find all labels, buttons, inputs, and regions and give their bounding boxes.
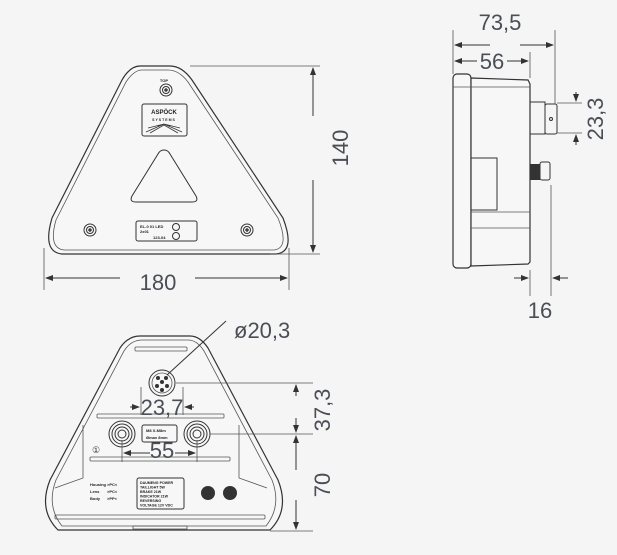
front-view: TOP ASPÖCK SYSTEMS EL-0 01 LED 2x01 — [43, 65, 353, 295]
side-lens — [452, 73, 472, 269]
label-plate: EL-0 01 LED 2x01 123-04 — [135, 220, 198, 242]
dim-bolt-to-bottom: 70 — [310, 473, 335, 497]
triangle-reflector — [130, 149, 198, 203]
svg-text:Body: Body — [90, 496, 101, 501]
svg-text:INDICATOR 21W: INDICATOR 21W — [140, 495, 169, 499]
circle-marker: ① — [92, 445, 100, 455]
mounting-bolt — [530, 161, 551, 181]
rear-view: M8 X-M8m Ømax 8mm ① Housing >PC< Lens >P… — [44, 318, 335, 532]
spec-plate: DAUMENG POWER TAILLIGHT 5W BRAKE 21W IND… — [136, 477, 185, 510]
top-label: TOP — [160, 78, 168, 83]
connector-socket — [148, 369, 176, 397]
rear-housing-outline — [44, 335, 284, 531]
dim-height-140: 140 — [328, 130, 353, 167]
brand-logo: ASPÖCK SYSTEMS — [141, 103, 188, 137]
side-housing — [470, 77, 531, 267]
svg-text:Lens: Lens — [90, 489, 100, 494]
center-plate: M8 X-M8m Ømax 8mm — [141, 424, 178, 443]
dim-bolt-spacing: 55 — [150, 438, 174, 463]
connector — [529, 101, 546, 135]
screw-icon — [83, 223, 97, 237]
dim-connector-width: 23,7 — [141, 395, 184, 420]
svg-text:Housing: Housing — [90, 482, 107, 487]
svg-text:BRAKE 21W: BRAKE 21W — [140, 490, 162, 494]
dim-connector-height-23-3: 23,3 — [583, 98, 608, 141]
dim-bolt-offset-16: 16 — [528, 298, 552, 323]
svg-text:Ømax 8mm: Ømax 8mm — [146, 435, 168, 440]
svg-text:REVERSING: REVERSING — [140, 499, 161, 503]
svg-text:TAILLIGHT 5W: TAILLIGHT 5W — [140, 486, 165, 490]
svg-text:123-04: 123-04 — [153, 235, 166, 240]
svg-text:DAUMENG POWER: DAUMENG POWER — [140, 481, 174, 485]
svg-text:>PP<: >PP< — [107, 496, 118, 501]
svg-text:2x01: 2x01 — [140, 229, 150, 234]
recycle-symbol-icon — [223, 486, 237, 500]
screw-icon — [240, 223, 254, 237]
front-housing-outline — [48, 65, 289, 255]
svg-text:>PC<: >PC< — [107, 489, 118, 494]
dim-connector-to-bolt: 37,3 — [310, 389, 335, 432]
svg-text:M8 X-M8m: M8 X-M8m — [146, 428, 166, 433]
dim-housing-depth-56: 56 — [480, 49, 504, 74]
dim-overall-depth-73-5: 73,5 — [479, 10, 522, 35]
svg-text:VOLTAGE 12V VDC: VOLTAGE 12V VDC — [140, 504, 173, 508]
svg-text:SYSTEMS: SYSTEMS — [152, 118, 176, 122]
side-view: 73,5 56 23,3 16 — [452, 10, 608, 323]
dim-connector-diameter: ø20,3 — [234, 318, 290, 343]
svg-text:>PC<: >PC< — [107, 482, 118, 487]
recycle-symbol-icon — [201, 486, 215, 500]
screw-icon — [159, 83, 173, 97]
dim-width-180: 180 — [140, 270, 177, 295]
material-legend: Housing >PC< Lens >PC< Body >PP< — [90, 482, 118, 501]
svg-text:ASPÖCK: ASPÖCK — [151, 109, 177, 116]
svg-text:EL-0 01 LED: EL-0 01 LED — [140, 224, 163, 229]
